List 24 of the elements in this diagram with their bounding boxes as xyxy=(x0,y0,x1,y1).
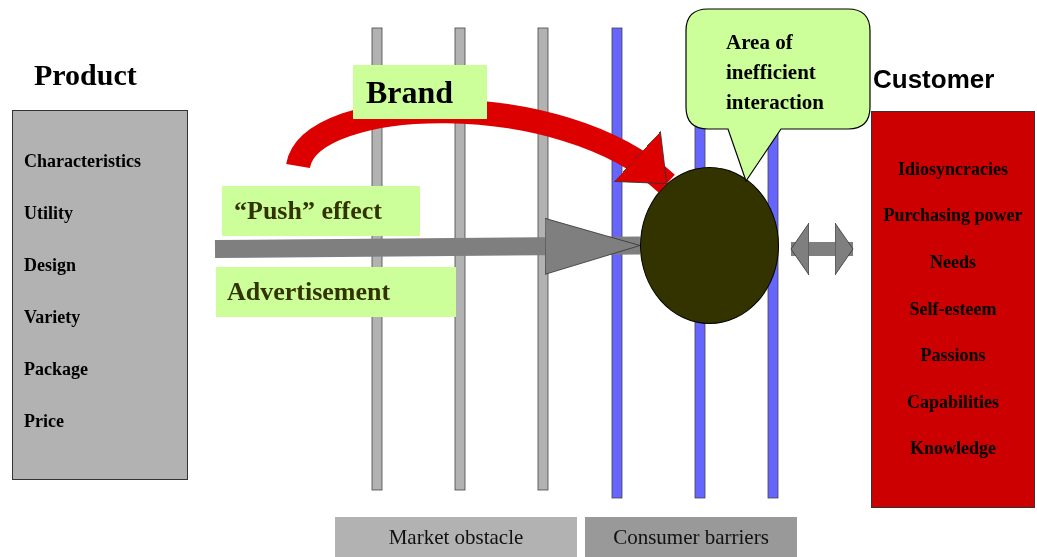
label-box: “Push” effect xyxy=(222,186,420,236)
label-box: Advertisement xyxy=(216,267,456,317)
list-item: Package xyxy=(24,359,88,379)
list-item: Idiosyncracies xyxy=(898,158,1008,179)
arrow xyxy=(287,99,674,194)
list-item: Design xyxy=(24,255,76,275)
list-item: Purchasing power xyxy=(883,205,1023,226)
list-item: Variety xyxy=(24,307,81,327)
list-item: Capabilities xyxy=(907,391,999,412)
category-bar: Consumer barriers xyxy=(585,517,797,557)
list-item: Passions xyxy=(920,345,986,366)
list-item: Needs xyxy=(930,251,976,272)
heading: Customer xyxy=(873,64,995,95)
list-item: Knowledge xyxy=(910,438,996,459)
label-box: Brand xyxy=(353,65,487,119)
list-item: Utility xyxy=(24,203,73,223)
heading: Product xyxy=(34,58,137,92)
arrow xyxy=(214,217,641,275)
list-item: Characteristics xyxy=(24,151,141,171)
list-item: Price xyxy=(24,411,64,431)
category-bar: Market obstacle xyxy=(335,517,577,557)
arrow xyxy=(790,222,854,276)
list-item: Self-esteem xyxy=(909,298,997,319)
callout-text: Area of inefficient interaction xyxy=(726,29,825,116)
